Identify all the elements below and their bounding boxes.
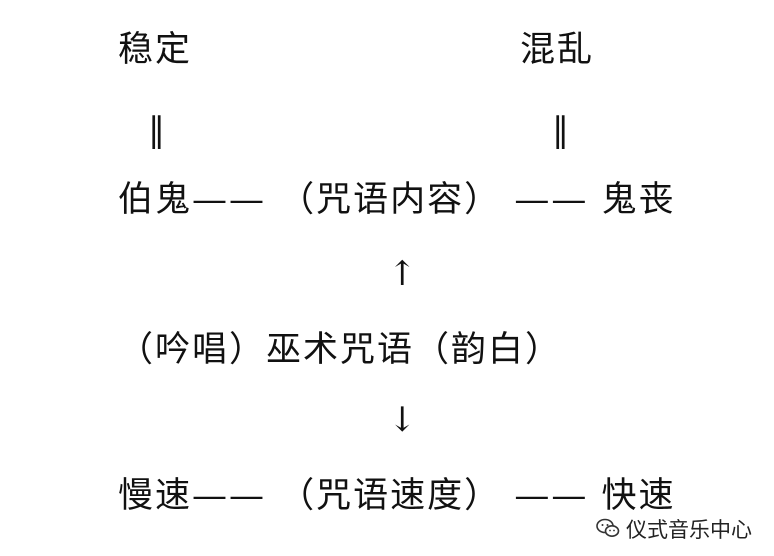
row3-dash-left: —— <box>192 476 267 516</box>
row1-left: 伯鬼 <box>118 180 193 220</box>
arrow-down-icon: ↓ <box>388 400 417 440</box>
equals-left: ‖ <box>148 110 165 150</box>
row1-dash-right: —— <box>514 180 589 220</box>
label-chaos: 混乱 <box>520 30 595 70</box>
row3-left: 慢速 <box>118 476 193 516</box>
row3: 慢速—— （咒语速度） —— 快速 <box>118 476 675 516</box>
row3-center: （咒语速度） <box>279 476 502 516</box>
row1-center: （咒语内容） <box>279 180 502 220</box>
row3-right: 快速 <box>601 476 676 516</box>
wechat-icon <box>596 518 620 540</box>
row1: 伯鬼—— （咒语内容） —— 鬼丧 <box>118 180 675 220</box>
row3-dash-right: —— <box>514 476 589 516</box>
equals-right: ‖ <box>552 110 569 150</box>
watermark: 仪式音乐中心 <box>596 514 752 544</box>
label-stable: 稳定 <box>118 30 193 70</box>
watermark-text: 仪式音乐中心 <box>626 518 752 542</box>
center-row: （吟唱）巫术咒语（韵白） <box>118 330 563 370</box>
row1-dash-left: —— <box>192 180 267 220</box>
row1-right: 鬼丧 <box>601 180 676 220</box>
arrow-up-icon: ↑ <box>388 254 417 294</box>
